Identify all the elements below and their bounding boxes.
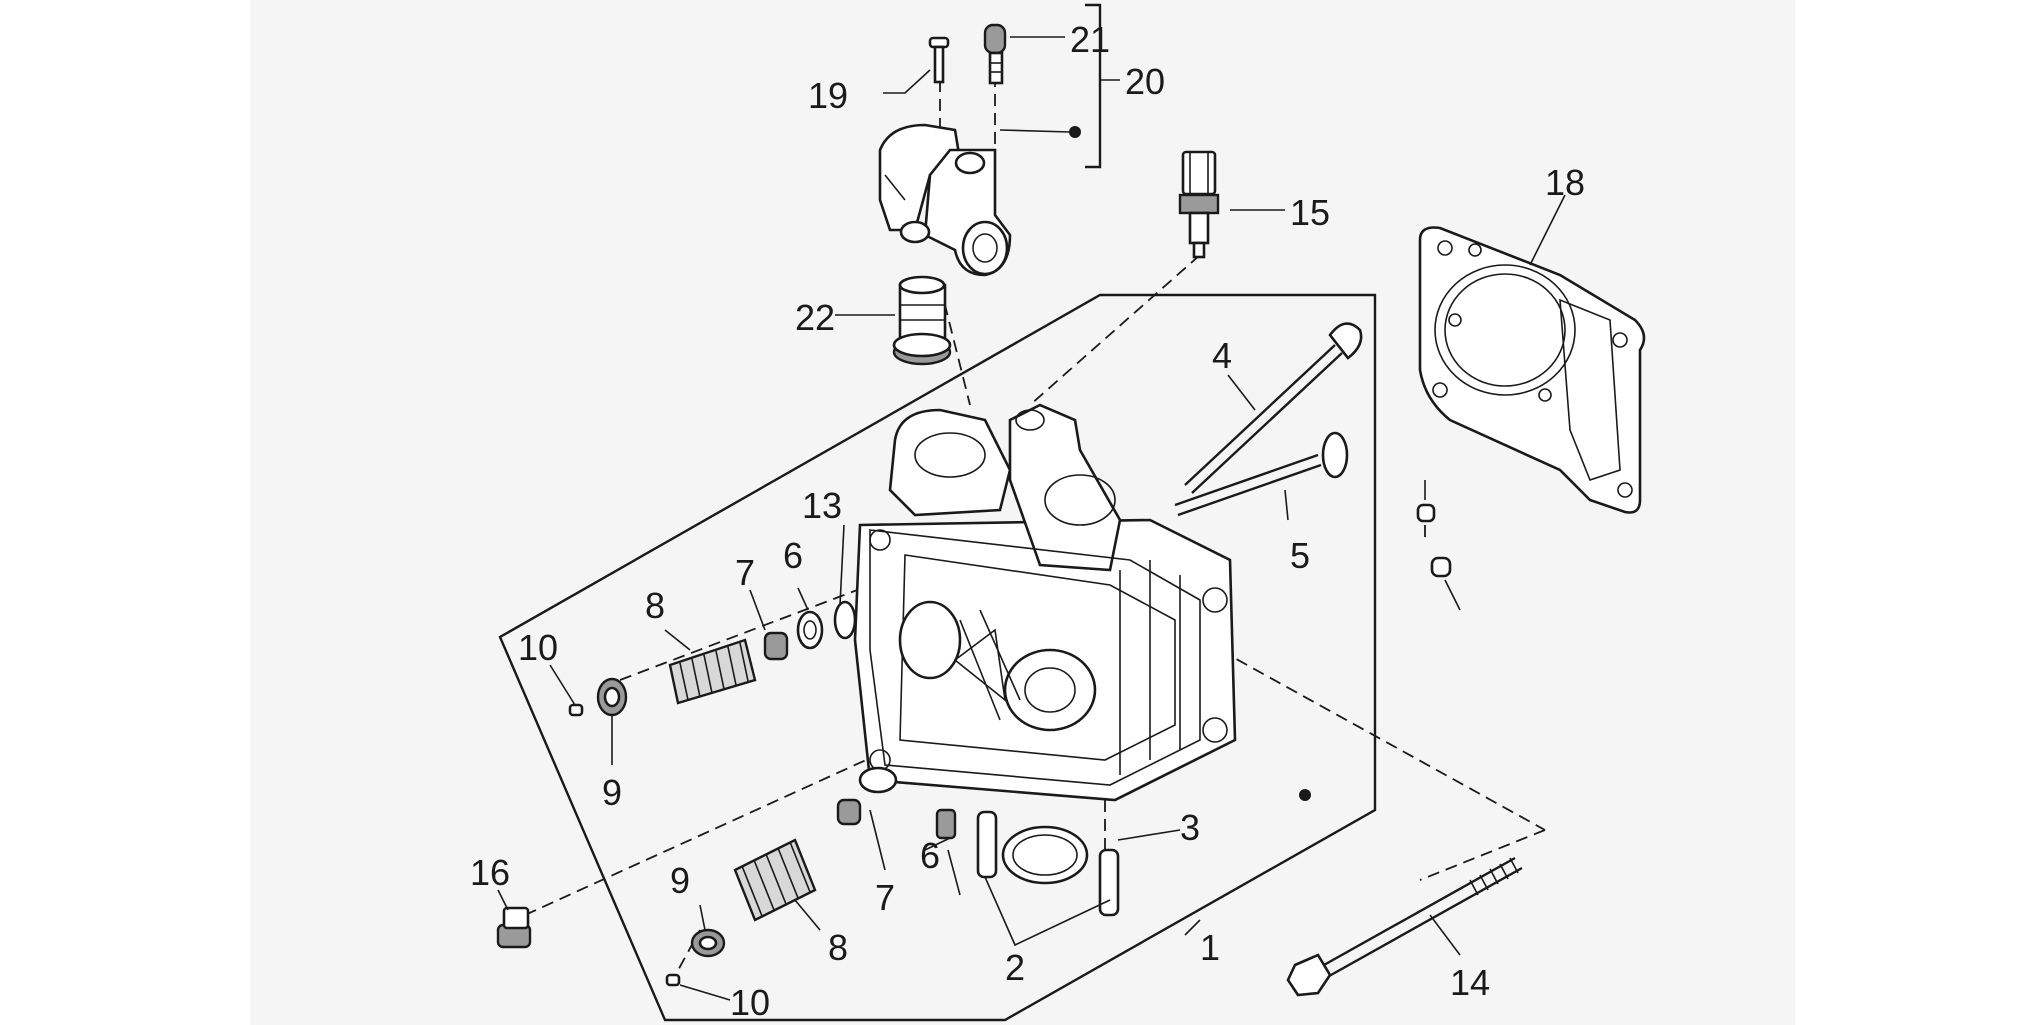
callout-11: 13 bbox=[802, 485, 842, 526]
valve-4 bbox=[1184, 322, 1363, 494]
ref-dot-17 bbox=[1069, 126, 1081, 138]
o-ring-3 bbox=[1001, 825, 1089, 885]
callout-5: 5 bbox=[1290, 535, 1310, 576]
callout-3: 3 bbox=[1180, 807, 1200, 848]
dowel-22 bbox=[1416, 503, 1436, 523]
head-gasket-15 bbox=[1418, 226, 1646, 514]
dowel-pin-2a bbox=[976, 810, 998, 879]
callout-10-lower: 10 bbox=[730, 982, 770, 1023]
dowel-pin-2b bbox=[1098, 848, 1120, 917]
dowel-21 bbox=[1430, 556, 1452, 578]
seat-9-upper bbox=[596, 677, 628, 717]
thermostat-housing bbox=[878, 123, 1012, 277]
cylinder-head bbox=[853, 403, 1237, 802]
seal-6-lower bbox=[858, 766, 898, 794]
thermostat-19 bbox=[892, 275, 952, 366]
seal-6-upper bbox=[796, 610, 824, 650]
callout-18: 21 bbox=[1070, 19, 1110, 60]
ref-dot-1 bbox=[1299, 789, 1311, 801]
spring-8-lower bbox=[733, 838, 817, 922]
callout-labels: 21 20 19 15 18 22 4 13 5 6 7 8 10 9 3 6 … bbox=[470, 19, 1585, 1023]
bleeder-valve-18 bbox=[983, 23, 1007, 85]
callout-10-upper: 10 bbox=[518, 627, 558, 668]
cotter-10-upper bbox=[568, 703, 584, 717]
retainer-7-lower bbox=[836, 798, 862, 826]
callout-7-lower: 7 bbox=[875, 877, 895, 918]
spring-8-upper bbox=[668, 638, 757, 705]
callout-9-lower: 9 bbox=[670, 860, 690, 901]
valve-5 bbox=[1174, 431, 1349, 517]
retainer-7-upper bbox=[763, 631, 789, 661]
callout-16: 19 bbox=[808, 75, 848, 116]
bolt-13 bbox=[1286, 856, 1523, 997]
seat-9-lower bbox=[690, 928, 726, 958]
callout-2: 2 bbox=[1005, 947, 1025, 988]
callout-8-upper: 8 bbox=[645, 585, 665, 626]
callout-12: 15 bbox=[1290, 192, 1330, 233]
callout-19: 22 bbox=[795, 297, 835, 338]
callout-6-upper: 6 bbox=[783, 535, 803, 576]
screw-16 bbox=[928, 36, 950, 84]
callout-17: 20 bbox=[1125, 61, 1165, 102]
cotter-10-lower bbox=[665, 973, 681, 987]
callout-6-lower: 6 bbox=[920, 835, 940, 876]
washer-11 bbox=[833, 600, 857, 640]
callout-7-upper: 7 bbox=[735, 552, 755, 593]
callout-1: 1 bbox=[1200, 927, 1220, 968]
callout-13: 14 bbox=[1450, 962, 1490, 1003]
temp-sensor-12 bbox=[1178, 150, 1220, 259]
callout-15: 18 bbox=[1545, 162, 1585, 203]
callout-14: 16 bbox=[470, 852, 510, 893]
assembly-boundary bbox=[498, 293, 1377, 1022]
callout-4: 4 bbox=[1212, 335, 1232, 376]
bracket-17 bbox=[1085, 3, 1102, 169]
callout-9-upper: 9 bbox=[602, 772, 622, 813]
callout-8-lower: 8 bbox=[828, 927, 848, 968]
leader-lines bbox=[497, 36, 1566, 1001]
spring-20 bbox=[935, 808, 957, 840]
plug-14 bbox=[496, 906, 532, 949]
